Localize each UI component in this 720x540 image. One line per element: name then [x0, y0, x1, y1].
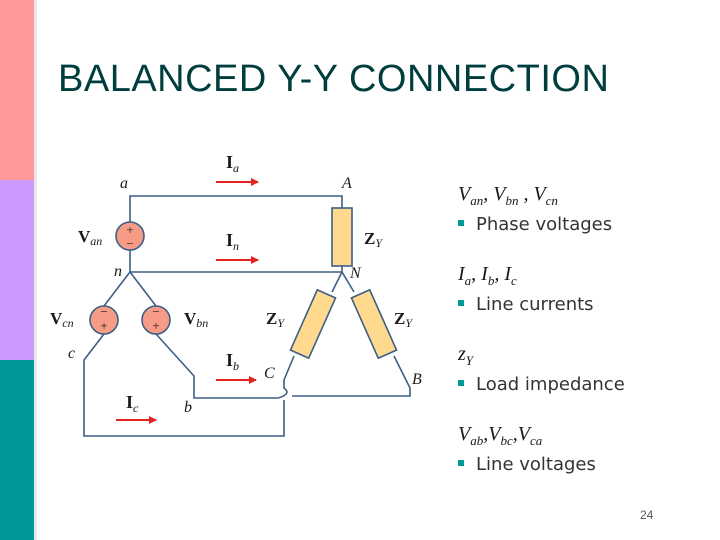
node-b: b [184, 399, 192, 416]
bullet-icon [458, 300, 464, 306]
load-za-resistor [331, 207, 353, 267]
stripe-divider [34, 0, 37, 540]
source-vbn-minus: − [152, 304, 159, 319]
node-a: a [120, 175, 128, 192]
label-ib: Ib [226, 350, 239, 373]
wire-load-b-branch [292, 271, 411, 397]
node-n: n [114, 263, 122, 280]
legend-description: Line currents [458, 293, 698, 317]
wire-source-c-branch [83, 271, 285, 437]
legend-description: Line voltages [458, 453, 698, 477]
legend-description: Phase voltages [458, 213, 698, 237]
wire-line-a [129, 195, 343, 222]
legend-description: Load impedance [458, 373, 698, 397]
slide-title: BALANCED Y-Y CONNECTION [58, 58, 610, 100]
legend-phase-voltages: Van, Vbn , Vcn Phase voltages [458, 182, 698, 262]
label-ic: Ic [126, 392, 139, 415]
legend-symbol: Vab,Vbc,Vca [458, 423, 543, 448]
source-vcn-plus: + [100, 318, 107, 333]
source-van-minus: − [126, 236, 133, 251]
legend-load-impedance: zY Load impedance [458, 342, 698, 422]
label-za: ZY [364, 229, 383, 250]
page-number: 24 [640, 508, 654, 522]
label-in: In [226, 230, 239, 253]
node-A: A [341, 175, 352, 192]
source-vcn-minus: − [100, 304, 107, 319]
legend-line-voltages: Vab,Vbc,Vca Line voltages [458, 422, 698, 502]
node-C: C [264, 365, 275, 382]
circuit-wires [83, 195, 411, 437]
load-zc-resistor [289, 288, 337, 360]
label-zc: ZY [266, 309, 285, 330]
symbol-legend: Van, Vbn , Vcn Phase voltages Ia, Ib, Ic… [458, 182, 698, 502]
accent-stripe-middle [0, 180, 34, 360]
label-ia: Ia [226, 152, 239, 175]
node-B: B [412, 371, 422, 388]
legend-symbol: zY [458, 343, 474, 368]
label-zb: ZY [394, 309, 413, 330]
label-vbn: Vbn [184, 309, 208, 330]
bullet-icon [458, 380, 464, 386]
bullet-icon [458, 460, 464, 466]
accent-stripe-top [0, 0, 34, 180]
source-van-plus: + [126, 222, 133, 237]
label-van: Van [78, 227, 102, 248]
accent-stripe-bottom [0, 360, 34, 540]
wire-source-b-branch [129, 271, 288, 399]
node-c: c [68, 345, 75, 362]
label-vcn: Vcn [50, 309, 74, 330]
wire-load-c-branch [283, 271, 343, 381]
legend-line-currents: Ia, Ib, Ic Line currents [458, 262, 698, 342]
load-zb-resistor [350, 288, 398, 360]
source-vcn: − + [89, 304, 119, 335]
source-vbn-plus: + [152, 318, 159, 333]
node-N: N [349, 265, 362, 282]
source-vbn: − + [141, 304, 171, 335]
legend-symbol: Van, Vbn , Vcn [458, 183, 558, 208]
source-van: + − [115, 221, 145, 251]
legend-symbol: Ia, Ib, Ic [458, 263, 517, 288]
bullet-icon [458, 220, 464, 226]
